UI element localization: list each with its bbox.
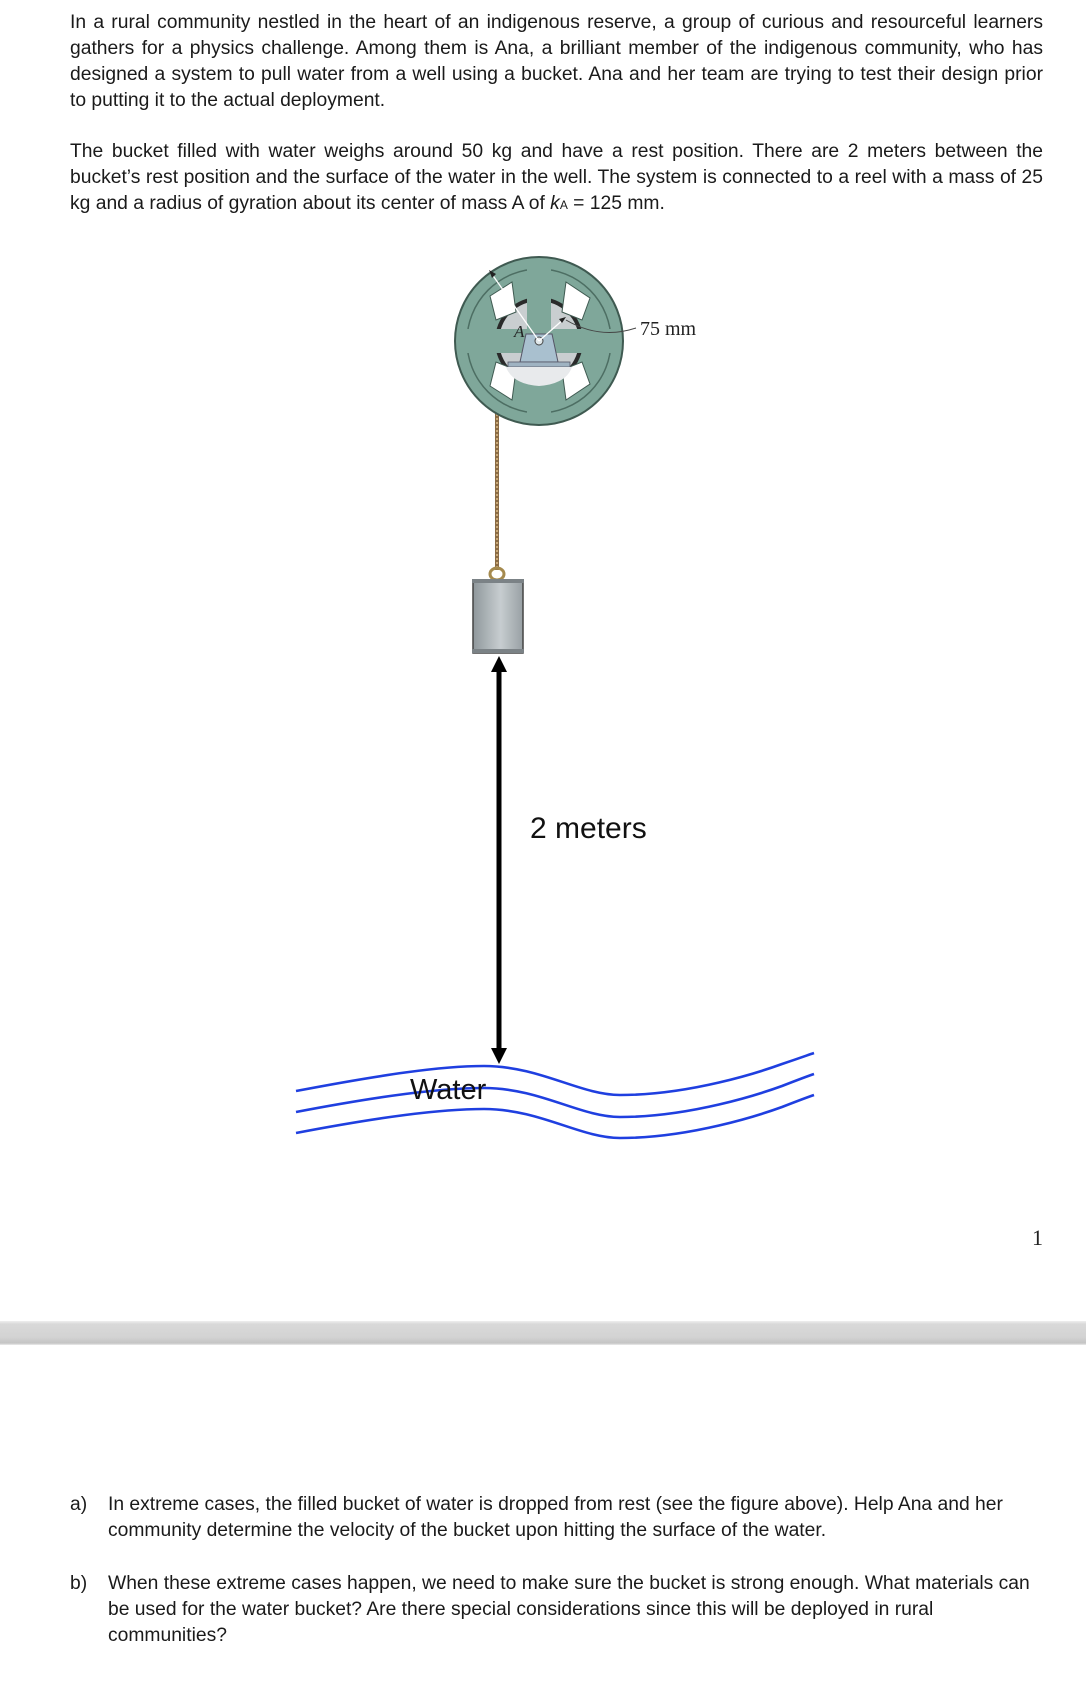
page-separator — [0, 1321, 1086, 1345]
intro-paragraph: In a rural community nestled in the hear… — [70, 12, 1043, 111]
document-page-2 — [0, 1345, 1086, 1687]
problem-text: The bucket filled with water weighs arou… — [70, 141, 1043, 214]
subscript-a: A — [559, 198, 568, 212]
k-symbol: k — [550, 193, 560, 214]
document-page-1: In a rural community nestled in the hear… — [70, 12, 1043, 1250]
problem-paragraph: The bucket filled with water weighs arou… — [70, 139, 1043, 218]
distance-label: 2 meters — [530, 812, 647, 845]
distance-arrow — [491, 656, 507, 1064]
gyration-value: = 125 mm. — [567, 193, 665, 214]
bucket-icon — [472, 566, 524, 654]
center-label-a: A — [513, 322, 525, 341]
question-marker: b) — [70, 1573, 88, 1594]
water-surface — [295, 1051, 815, 1140]
water-label: Water — [410, 1074, 487, 1106]
question-marker: a) — [70, 1494, 88, 1515]
question-text: In extreme cases, the filled bucket of w… — [108, 1494, 1003, 1541]
reel-radius-label: 75 mm — [640, 318, 697, 340]
reel-icon: A — [454, 256, 637, 426]
page-number: 1 — [1032, 1225, 1043, 1250]
radius-of-gyration-symbol: kA — [550, 193, 568, 214]
question-text: When these extreme cases happen, we need… — [108, 1573, 1030, 1646]
reel-bucket-figure: A — [295, 256, 815, 1140]
